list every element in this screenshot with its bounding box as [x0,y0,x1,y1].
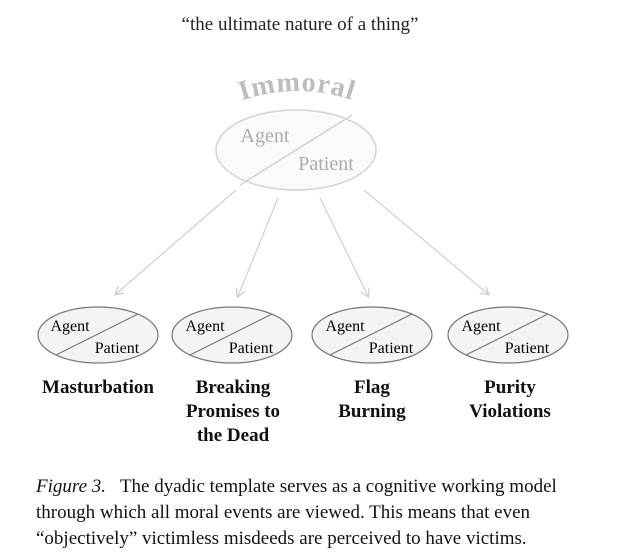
bottom-dyad-4: Agent Patient [447,306,569,364]
label-flag-burning: Flag Burning [338,377,406,422]
dyad-patient-label: Patient [95,340,140,357]
dyad-agent-label: Agent [325,318,365,335]
dyad-agent-label: Agent [185,318,225,335]
dyadic-diagram: Immoral Agent Patient Agent Patient Agen… [37,67,569,364]
dyad-agent-label: Agent [461,318,501,335]
arrow-to-masturbation [116,189,237,294]
dyad-agent-label: Agent [50,318,90,335]
dyad-divider [465,313,549,356]
arrow-to-flag-burning [319,197,368,296]
arrow-to-breaking-promises [238,197,279,296]
label-masturbation: Masturbation [42,377,154,398]
caption-text: The dyadic template serves as a cognitiv… [36,476,557,549]
label-purity-violations: Purity Violations [469,377,551,422]
quote-heading: “the ultimate nature of a thing” [181,14,419,35]
arrow-to-purity-violations [363,189,488,294]
immoral-arc-label: Immoral [235,67,360,108]
figure-number: Figure 3. [36,476,107,497]
dyad-patient-label: Patient [229,340,274,357]
dyad-patient-label: Patient [505,340,550,357]
label-breaking-promises: Breaking Promises to the Dead [185,377,281,446]
dyad-divider [189,313,273,356]
bottom-dyad-2: Agent Patient [171,306,293,364]
top-dyad-divider [239,114,353,186]
dyad-patient-label: Patient [369,340,414,357]
top-patient-label: Patient [298,153,354,175]
arrow-group [116,189,488,296]
figure-caption: Figure 3. The dyadic template serves as … [36,474,616,552]
bottom-dyad-3: Agent Patient [311,306,433,364]
top-agent-label: Agent [241,125,290,147]
bottom-dyad-1: Agent Patient [37,306,159,364]
dyad-divider [55,313,139,356]
dyad-divider [329,313,413,356]
